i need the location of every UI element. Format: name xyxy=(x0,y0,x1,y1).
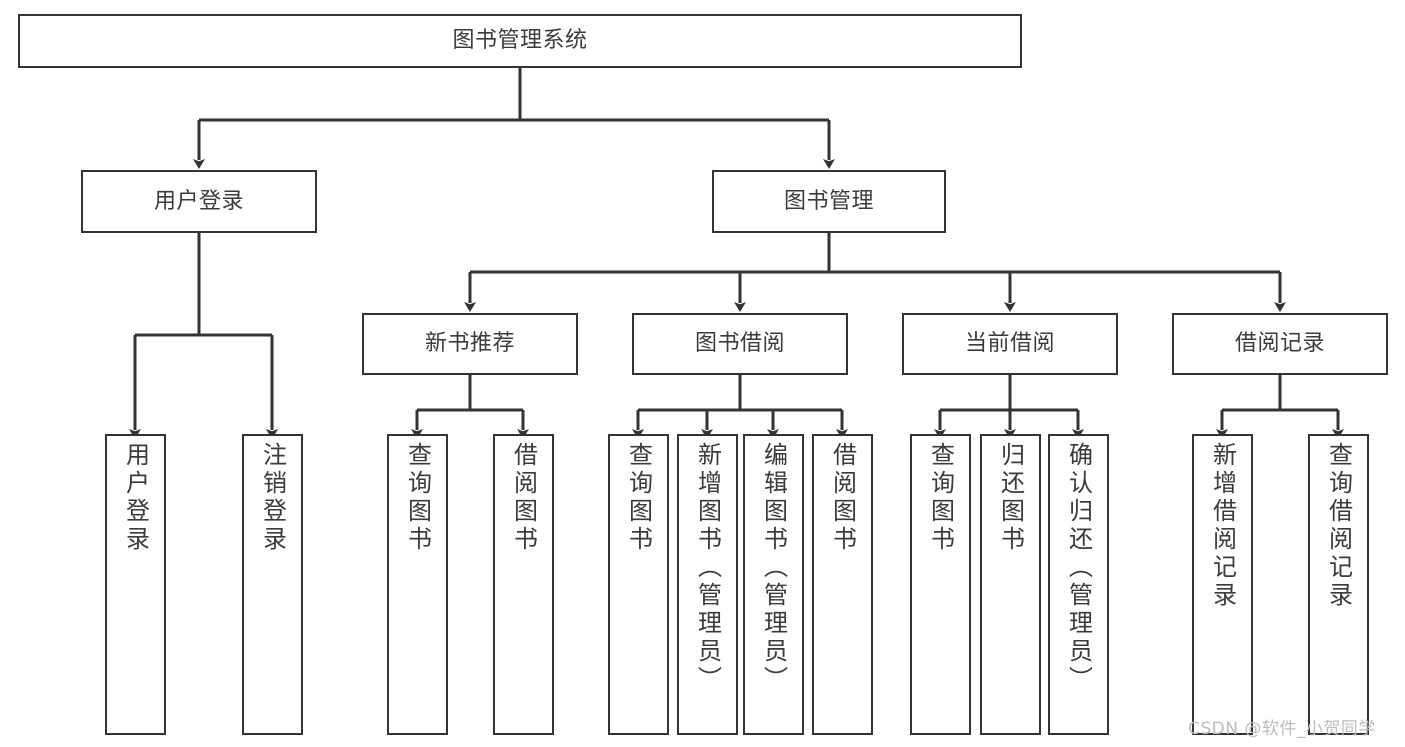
node-label: 新增借阅记录 xyxy=(1208,442,1237,610)
leaf-query-borrow-record[interactable]: 查询借阅记录 xyxy=(1308,434,1369,735)
node-label: 归还图书 xyxy=(996,442,1025,554)
leaf-logout[interactable]: 注销登录 xyxy=(242,434,303,735)
node-label: 查询借阅记录 xyxy=(1324,442,1353,610)
leaf-query-book-new-book[interactable]: 查询图书 xyxy=(387,434,448,735)
node-label: 借阅记录 xyxy=(1234,331,1325,357)
node-label: 借阅图书 xyxy=(828,442,857,554)
node-current-borrowing[interactable]: 当前借阅 xyxy=(902,313,1118,375)
leaf-add-borrow-record[interactable]: 新增借阅记录 xyxy=(1192,434,1253,735)
node-label: 用户登录 xyxy=(121,442,150,554)
leaf-confirm-return-admin[interactable]: 确认归还（管理员） xyxy=(1048,434,1109,735)
node-user-login[interactable]: 用户登录 xyxy=(81,170,317,233)
node-label: 注销登录 xyxy=(258,442,287,554)
leaf-return-book[interactable]: 归还图书 xyxy=(980,434,1041,735)
leaf-borrow-book-borrowing[interactable]: 借阅图书 xyxy=(812,434,873,735)
leaf-query-book-current[interactable]: 查询图书 xyxy=(910,434,971,735)
node-label: 图书管理系统 xyxy=(452,28,588,54)
node-book-management[interactable]: 图书管理 xyxy=(712,170,946,233)
node-root-book-management-system[interactable]: 图书管理系统 xyxy=(18,14,1022,68)
node-label: 图书借阅 xyxy=(694,331,785,357)
node-label: 查询图书 xyxy=(624,442,653,554)
node-label: 用户登录 xyxy=(153,188,244,214)
node-label: 借阅图书 xyxy=(509,442,538,554)
node-new-book-recommendation[interactable]: 新书推荐 xyxy=(362,313,578,375)
node-label: 确认归还（管理员） xyxy=(1064,442,1093,694)
node-label: 新书推荐 xyxy=(424,331,515,357)
node-label: 新增图书（管理员） xyxy=(693,442,722,694)
node-label: 当前借阅 xyxy=(964,331,1055,357)
leaf-query-book-borrowing[interactable]: 查询图书 xyxy=(608,434,669,735)
node-book-borrowing[interactable]: 图书借阅 xyxy=(632,313,848,375)
node-borrowing-record[interactable]: 借阅记录 xyxy=(1172,313,1388,375)
leaf-user-login[interactable]: 用户登录 xyxy=(105,434,166,735)
node-label: 编辑图书（管理员） xyxy=(759,442,788,694)
watermark-text: CSDN @软件_小贺同学 xyxy=(1188,719,1376,739)
node-label: 图书管理 xyxy=(783,188,874,214)
leaf-add-book-admin[interactable]: 新增图书（管理员） xyxy=(677,434,738,735)
leaf-edit-book-admin[interactable]: 编辑图书（管理员） xyxy=(743,434,804,735)
node-label: 查询图书 xyxy=(403,442,432,554)
node-label: 查询图书 xyxy=(926,442,955,554)
leaf-borrow-book-new-book[interactable]: 借阅图书 xyxy=(493,434,554,735)
